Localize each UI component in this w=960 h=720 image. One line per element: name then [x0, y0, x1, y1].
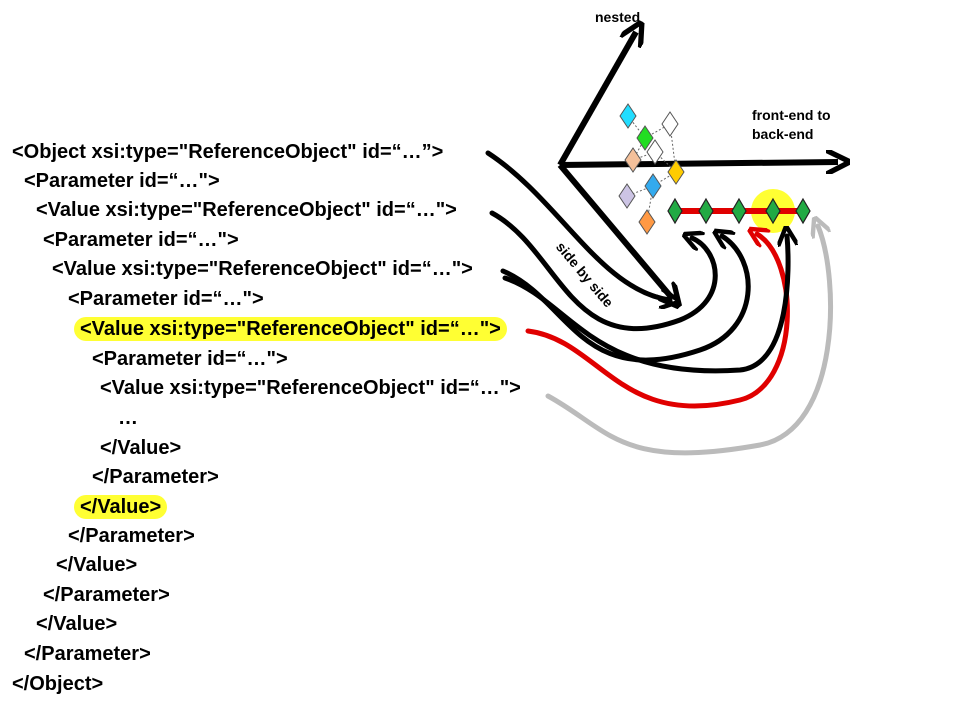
- code-line-8: <Parameter id=“…">: [92, 348, 288, 370]
- code-line-16: </Parameter>: [43, 584, 170, 606]
- object-tree: [618, 103, 685, 235]
- axes: [557, 32, 838, 298]
- tree-node: [624, 147, 642, 173]
- tree-node: [667, 159, 685, 185]
- tree-node: [638, 209, 656, 235]
- tree-node: [619, 103, 637, 129]
- code-line-13-highlighted: </Value>: [74, 495, 168, 519]
- code-line-11: </Value>: [100, 437, 182, 459]
- code-line-12: </Parameter>: [92, 466, 219, 488]
- mapping-arrows: [485, 150, 834, 456]
- mapping-arrow: [525, 234, 790, 409]
- code-line-19: </Object>: [12, 673, 104, 695]
- tree-node: [646, 139, 664, 165]
- code-line-18: </Parameter>: [24, 643, 151, 665]
- code-line-6: <Parameter id=“…">: [68, 288, 264, 310]
- chain-diamond: [765, 197, 781, 225]
- chain-diamond: [731, 197, 747, 225]
- code-line-ellipsis: …: [118, 407, 138, 429]
- nested-label: nested: [595, 9, 641, 25]
- code-line-1: <Object xsi:type="ReferenceObject" id=“……: [12, 141, 444, 163]
- tree-node: [636, 125, 654, 151]
- code-line-15: </Value>: [56, 554, 138, 576]
- mapping-arrow: [545, 226, 834, 456]
- reference-chain: [667, 189, 811, 233]
- nested-axis-arrow: [557, 32, 636, 167]
- code-line-2: <Parameter id=“…">: [24, 170, 220, 192]
- mapping-arrow: [489, 210, 718, 332]
- tree-node: [618, 183, 636, 209]
- chain-diamond: [667, 197, 683, 225]
- code-line-17: </Value>: [36, 613, 118, 635]
- front-end-axis-arrow: [559, 162, 838, 165]
- side-by-side-axis-arrow: [557, 163, 672, 298]
- chain-diamond: [698, 197, 714, 225]
- front-end-label: front-end to: [752, 107, 831, 123]
- code-line-5: <Value xsi:type="ReferenceObject" id=“…"…: [52, 258, 473, 280]
- tree-node: [644, 173, 662, 199]
- code-line-9: <Value xsi:type="ReferenceObject" id=“…"…: [100, 377, 521, 399]
- mapping-arrow: [502, 236, 788, 374]
- code-line-3: <Value xsi:type="ReferenceObject" id=“…"…: [36, 199, 457, 221]
- tree-node: [661, 111, 679, 137]
- code-line-7-highlighted: <Value xsi:type="ReferenceObject" id=“…"…: [74, 317, 507, 341]
- chain-diamond: [795, 197, 811, 225]
- back-end-label: back-end: [752, 126, 814, 142]
- code-line-4: <Parameter id=“…">: [43, 229, 239, 251]
- mapping-arrow: [485, 150, 670, 300]
- code-line-14: </Parameter>: [68, 525, 195, 547]
